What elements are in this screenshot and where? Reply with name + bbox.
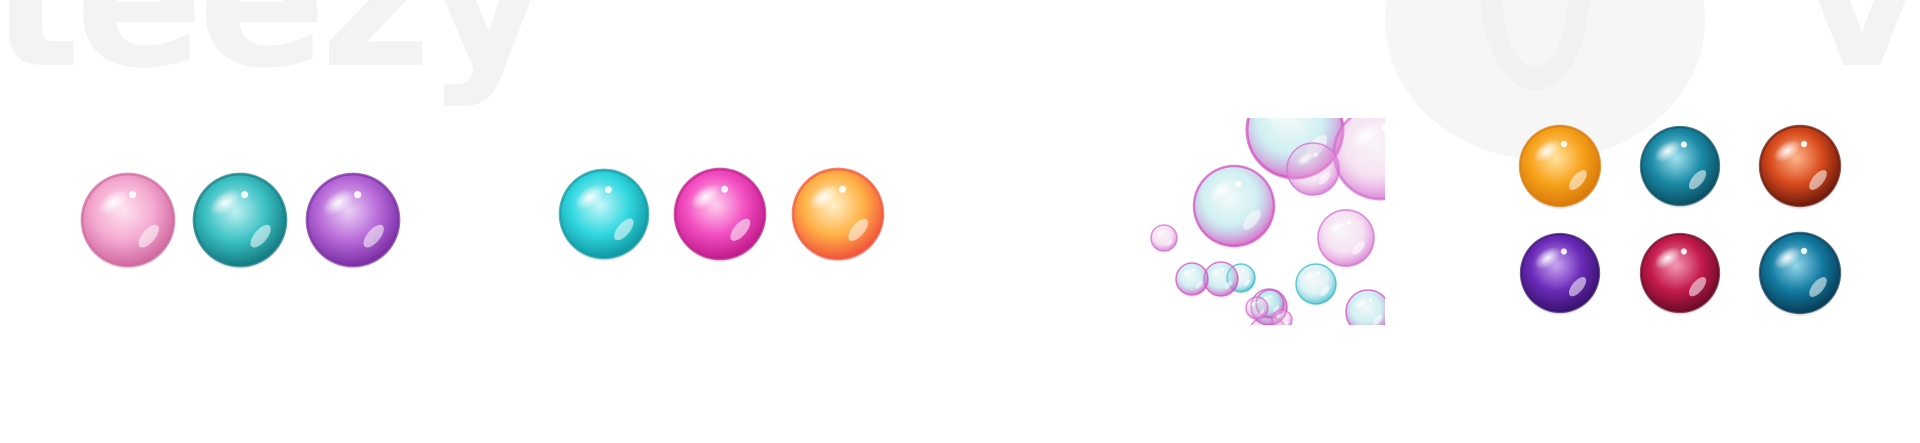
bubble-4 — [1286, 142, 1340, 196]
bubble-cluster-image — [1150, 118, 1385, 325]
bubble-outside-cyan — [1175, 262, 1209, 296]
sphere-grid-of-six-dark-4 — [1519, 232, 1601, 315]
sphere-row-of-three-pastel-2 — [192, 172, 288, 269]
sphere-grid-of-six-dark-2 — [1639, 125, 1721, 208]
sphere-grid-of-six-dark-1 — [1518, 124, 1602, 209]
bubble-3 — [1192, 164, 1276, 248]
sphere-row-of-three-bright-3 — [791, 167, 885, 262]
sphere-grid-of-six-dark-5 — [1639, 232, 1721, 315]
bubble-5 — [1317, 209, 1375, 267]
bubble-10 — [1295, 263, 1337, 305]
sphere-row-of-three-bright-2 — [673, 167, 767, 262]
watermark-logo-text: teezy — [0, 0, 549, 95]
sphere-grid-of-six-dark-3 — [1758, 124, 1842, 209]
bubble-outside-small — [1150, 224, 1178, 252]
sphere-row-of-three-pastel-3 — [305, 172, 401, 269]
bubble-11 — [1203, 261, 1239, 297]
bubble-12 — [1345, 289, 1385, 325]
sphere-row-of-three-bright-1 — [558, 168, 650, 261]
bubble-14 — [1245, 296, 1269, 320]
sphere-grid-of-six-dark-6 — [1758, 231, 1842, 316]
bubble-13 — [1271, 309, 1293, 325]
watermark-letter: v — [1800, 0, 1920, 95]
bubble-2 — [1332, 118, 1385, 201]
sphere-row-of-three-pastel-1 — [80, 172, 176, 269]
